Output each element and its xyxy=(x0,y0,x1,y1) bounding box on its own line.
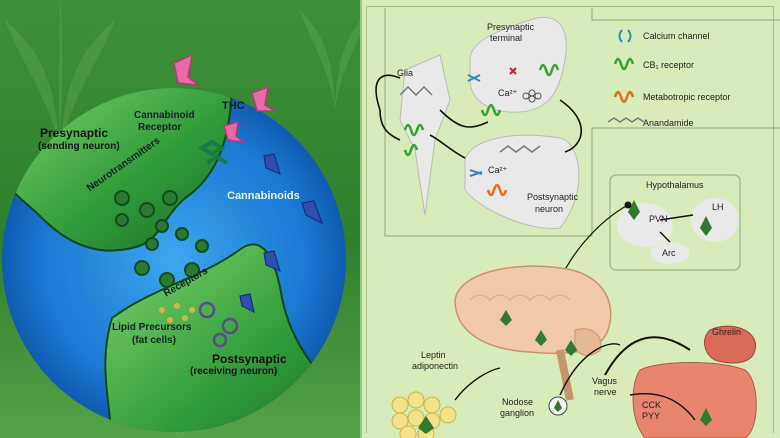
lh-label: LH xyxy=(712,202,724,212)
leptin-label-line2: adiponectin xyxy=(412,361,459,371)
legend-label-cb1-receptor: CB₁ receptor xyxy=(643,60,695,70)
lipid-precursors-label-line1: Lipid Precursors xyxy=(112,322,192,333)
pyy-label: PYY xyxy=(642,411,661,421)
presynaptic-terminal-label-line2: terminal xyxy=(490,33,523,43)
presynaptic-terminal-label-line1: Presynaptic xyxy=(487,22,535,32)
calcium-label-bottom: Ca²⁺ xyxy=(488,165,508,175)
postsynaptic-title: Postsynaptic xyxy=(212,352,287,366)
cannabinoids-label: Cannabinoids xyxy=(227,190,300,202)
postsynaptic-neuron-label-line2: neuron xyxy=(535,204,564,214)
glia-label: Glia xyxy=(397,68,414,78)
stomach-shape xyxy=(704,325,756,364)
legend-icons xyxy=(607,29,645,123)
brain-shape xyxy=(454,265,612,355)
presynaptic-title: Presynaptic xyxy=(40,126,109,140)
cannabinoid-molecule-icons xyxy=(239,153,324,314)
postsynaptic-subtitle: (receiving neuron) xyxy=(190,366,278,377)
background-leaf-icon xyxy=(300,10,370,110)
arc-label: Arc xyxy=(662,248,676,258)
cannabinoid-receptor-label-line2: Receptor xyxy=(138,122,182,133)
cannabinoid-receptor-icon xyxy=(198,139,229,165)
hypothalamus-label: Hypothalamus xyxy=(646,180,704,190)
background-leaf-icon xyxy=(5,0,115,150)
right-panel-inner-border xyxy=(366,6,774,433)
postsynaptic-neuron-shape xyxy=(464,134,580,229)
legend-label-anandamide: Anandamide xyxy=(643,118,694,128)
vagus-nerve-label-line2: nerve xyxy=(594,387,617,397)
synapse-circle-illustration xyxy=(2,53,346,432)
cck-label: CCK xyxy=(642,400,662,410)
cannabinoid-receptor-label-line1: Cannabinoid xyxy=(134,110,195,121)
intestine-shape xyxy=(632,362,757,438)
nodose-ganglion-label-line2: ganglion xyxy=(500,408,535,418)
glia-shape xyxy=(399,54,451,216)
right-panel-illustration xyxy=(375,8,780,438)
thc-label: THC xyxy=(222,100,245,112)
receptor-dots xyxy=(159,303,195,323)
legend-label-calcium-channel: Calcium channel xyxy=(643,31,710,41)
presynaptic-subtitle: (sending neuron) xyxy=(38,141,120,152)
calcium-label-top: Ca²⁺ xyxy=(498,88,518,98)
nodose-ganglion-label-line1: Nodose xyxy=(502,397,534,407)
lipid-precursors-label-line2: (fat cells) xyxy=(132,335,176,346)
lipid-precursor-icons xyxy=(198,301,239,348)
vagus-nerve-label-line1: Vagus xyxy=(592,376,617,386)
leptin-label-line1: Leptin xyxy=(421,350,446,360)
pvn-label: PVN xyxy=(649,214,668,224)
neurotransmitter-vesicles xyxy=(114,190,209,288)
ghrelin-label: Ghrelin xyxy=(712,327,742,337)
postsynaptic-neuron-label-line1: Postsynaptic xyxy=(527,192,579,202)
thc-molecule-icons xyxy=(173,53,278,144)
legend-label-metabotropic-receptor: Metabotropic receptor xyxy=(643,92,731,102)
